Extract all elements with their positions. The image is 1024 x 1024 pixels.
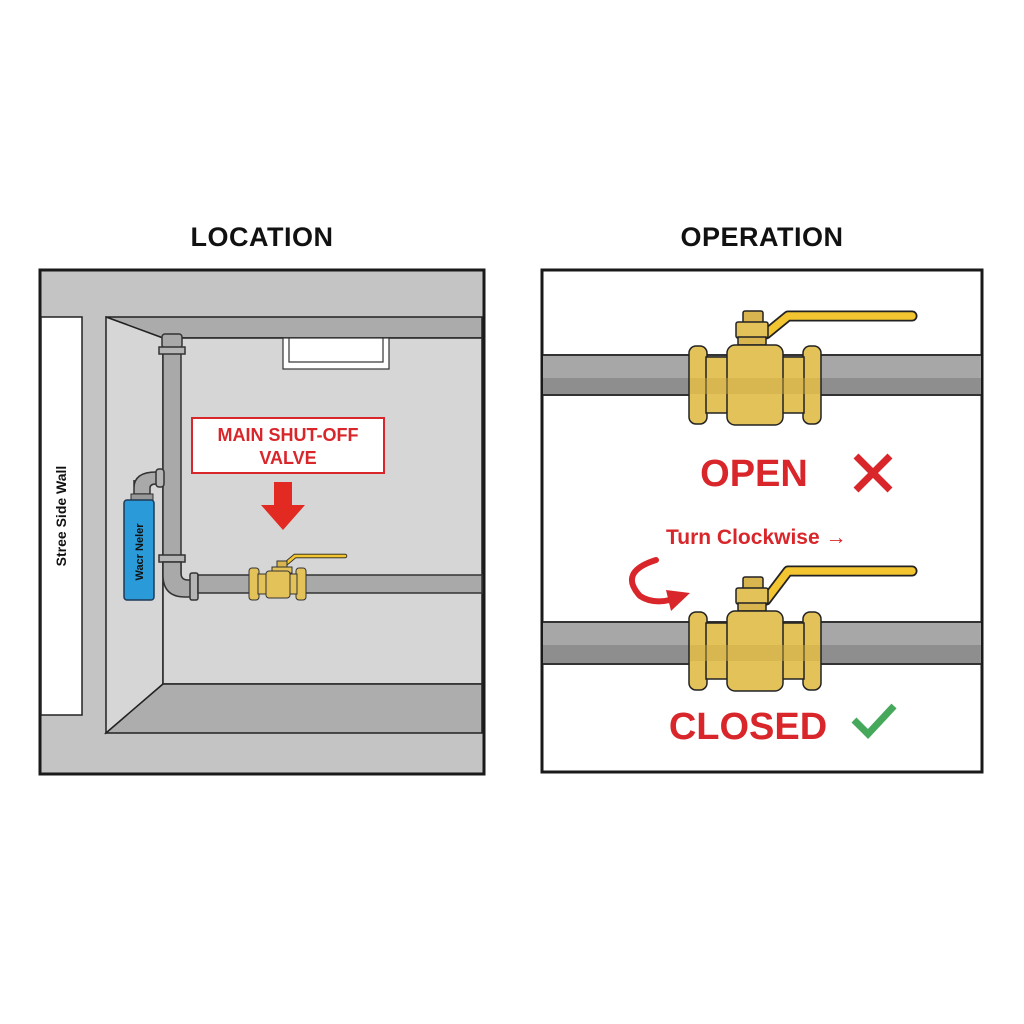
horizontal-pipe (197, 574, 483, 594)
callout-line-1: MAIN SHUT-OFF (218, 425, 359, 445)
vertical-pipe (162, 335, 182, 577)
callout-box (191, 417, 385, 474)
location-title: LOCATION (190, 222, 334, 252)
water-meter-label: Wacr Neler (134, 523, 146, 581)
valve-handle (762, 567, 916, 604)
arrow-down-icon (261, 482, 305, 530)
location-panel: Wacr Neler Stree Side Wall MAIN SHUT-OFF… (38, 268, 486, 776)
turn-clockwise-label: Turn Clockwise → (666, 526, 846, 549)
valve-closed (688, 565, 918, 692)
closed-label: CLOSED (669, 706, 827, 748)
floor (103, 683, 483, 734)
valve-open (688, 310, 918, 426)
callout-line-2: VALVE (259, 448, 316, 468)
cross-icon (853, 453, 893, 493)
check-icon (851, 703, 897, 740)
open-label: OPEN (700, 453, 808, 495)
pipe-coupling (158, 346, 186, 355)
street-side-wall (40, 316, 83, 716)
pipe-coupling (158, 554, 186, 563)
operation-panel: OPEN Turn Clockwise → CLOSED (540, 268, 984, 774)
curved-arrow-icon (628, 557, 673, 605)
shutoff-valve-small (248, 553, 348, 601)
street-wall-label: Stree Side Wall (53, 466, 69, 567)
back-wall (162, 337, 483, 685)
water-meter (123, 499, 155, 601)
valve-handle (762, 312, 916, 338)
operation-title: OPERATION (680, 222, 844, 252)
